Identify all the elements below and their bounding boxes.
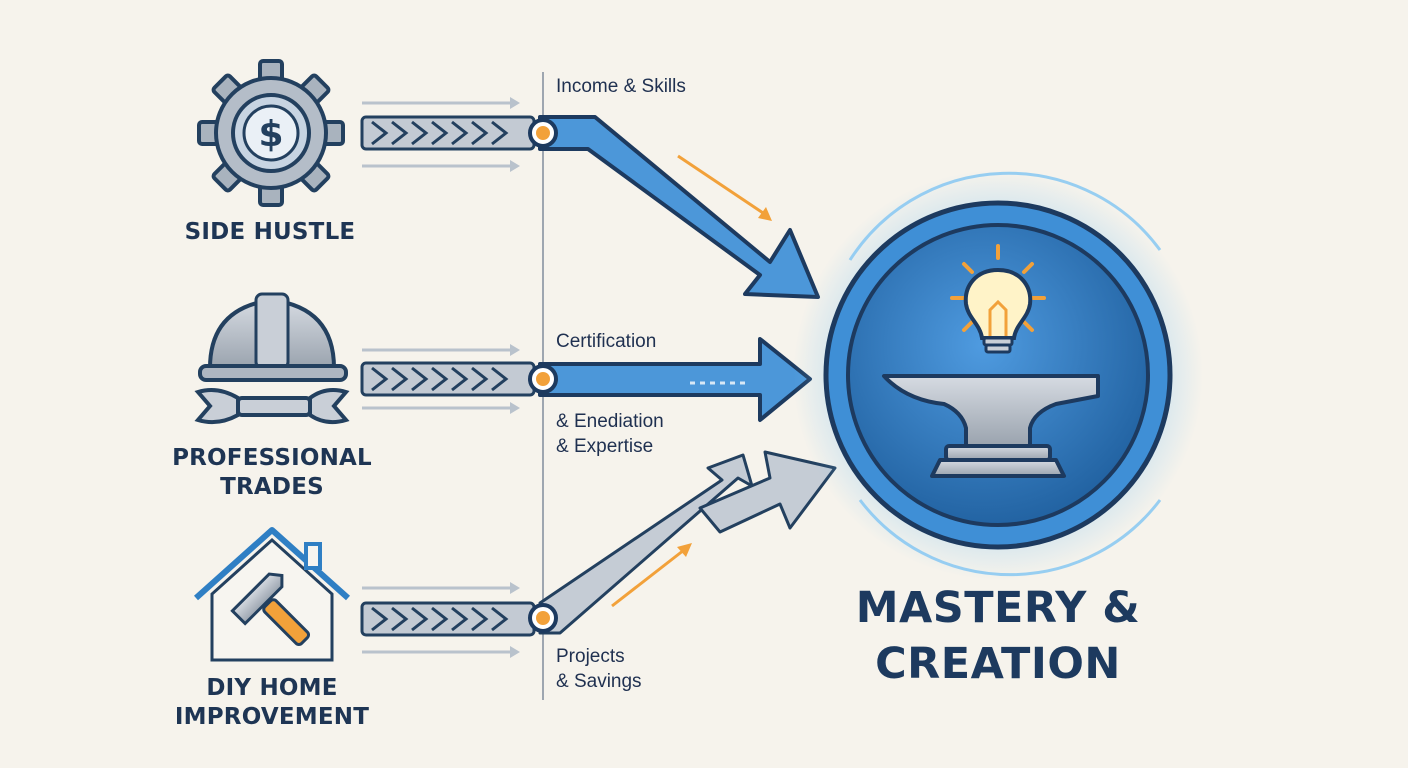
joint-node-middle xyxy=(528,364,558,394)
arrow-income-skills xyxy=(538,115,820,299)
flow-label-certification: Certification xyxy=(556,331,657,352)
arrow-projects-savings-head xyxy=(698,450,837,534)
source-label-side-hustle: SIDE HUSTLE xyxy=(184,219,356,245)
chevron-bar-side-hustle xyxy=(360,97,536,172)
source-label-professional-trades: PROFESSIONAL TRADES xyxy=(172,445,372,500)
hardhat-wrench-icon xyxy=(194,292,350,425)
source-label-diy-home-improvement: DIY HOME IMPROVEMENT xyxy=(174,675,370,730)
flow-label-enediation-expertise: & Enediation & Expertise xyxy=(556,411,664,457)
arrow-projects-savings xyxy=(538,453,754,635)
flow-label-income-skills: Income & Skills xyxy=(556,76,686,97)
arrow-certification xyxy=(538,337,812,422)
chevron-bar-diy-home xyxy=(360,582,536,658)
house-hammer-icon xyxy=(193,527,351,662)
joint-node-bottom xyxy=(528,603,558,633)
anvil-lightbulb-icon xyxy=(882,244,1100,478)
joint-node-top xyxy=(528,118,558,148)
flow-label-projects-savings: Projects & Savings xyxy=(556,646,642,692)
gear-dollar-icon: $ xyxy=(197,59,345,207)
chevron-bar-professional-trades xyxy=(360,344,536,414)
dollar-symbol: $ xyxy=(258,114,283,155)
goal-title: MASTERY & CREATION xyxy=(855,583,1141,689)
